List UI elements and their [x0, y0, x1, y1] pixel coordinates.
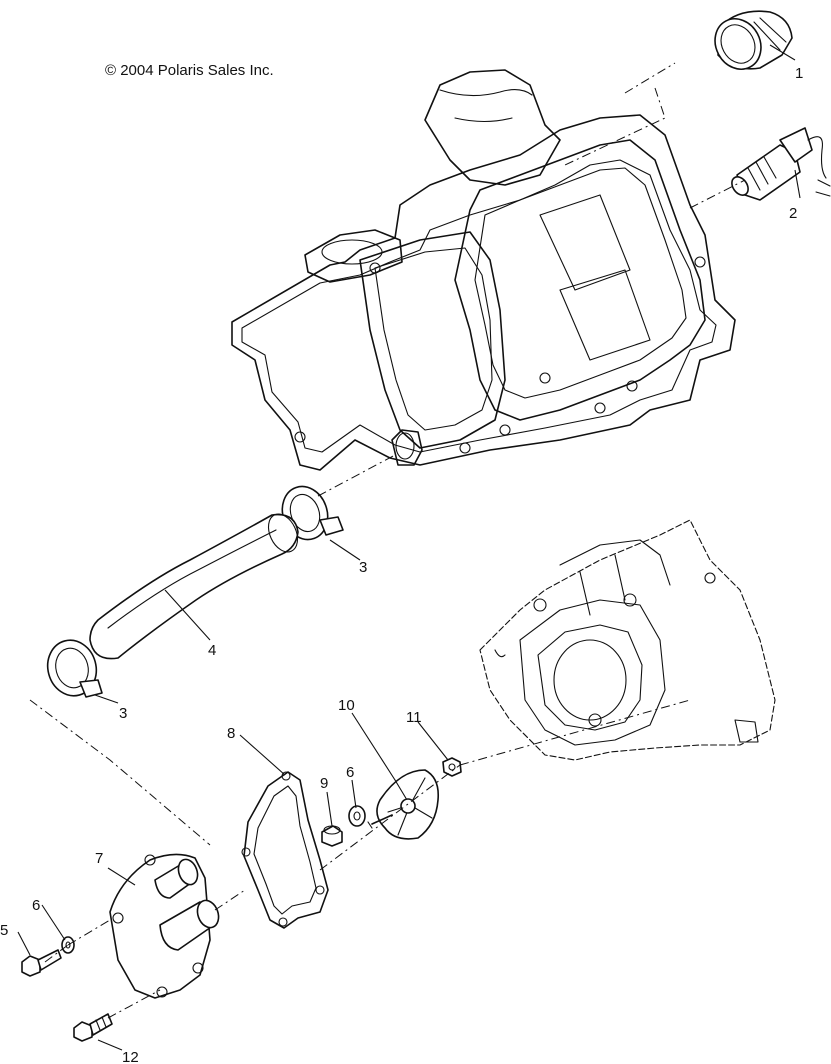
callout-3-lower: 3 [119, 705, 127, 722]
seal-part [321, 825, 343, 847]
callout-2: 2 [789, 205, 797, 222]
alignment-lines [29, 62, 746, 1019]
crankcase-illustration [479, 519, 776, 761]
impeller-part [367, 769, 440, 840]
callout-6-upper: 6 [346, 764, 354, 781]
water-pump-cover-part [109, 853, 220, 999]
callout-11: 11 [406, 709, 422, 726]
callout-6-lower: 6 [32, 897, 40, 914]
callout-9: 9 [320, 775, 328, 792]
callout-1: 1 [795, 65, 803, 82]
leader-lines [17, 44, 801, 1051]
callout-3-upper: 3 [359, 559, 367, 576]
thermostat-cap-part [714, 10, 793, 70]
callout-10: 10 [338, 697, 355, 714]
cylinder-head-illustration [231, 69, 736, 471]
bolt-short-part [21, 949, 62, 977]
callout-4: 4 [208, 642, 216, 659]
callout-5: 5 [0, 922, 8, 939]
callout-labels: 1 2 3 4 3 5 6 7 8 9 6 10 11 12 [0, 65, 803, 1064]
callout-8: 8 [227, 725, 235, 742]
washer-upper-part [348, 805, 366, 827]
bolt-long-part [73, 1013, 113, 1042]
coolant-hose-part [89, 513, 299, 660]
temperature-sensor-part [731, 127, 831, 201]
hose-clamp-lower-part [46, 639, 103, 698]
water-pump-gasket-part [241, 771, 329, 929]
callout-12: 12 [122, 1049, 139, 1064]
copyright-text: © 2004 Polaris Sales Inc. [105, 62, 274, 79]
impeller-nut-part [442, 757, 462, 777]
callout-7: 7 [95, 850, 103, 867]
